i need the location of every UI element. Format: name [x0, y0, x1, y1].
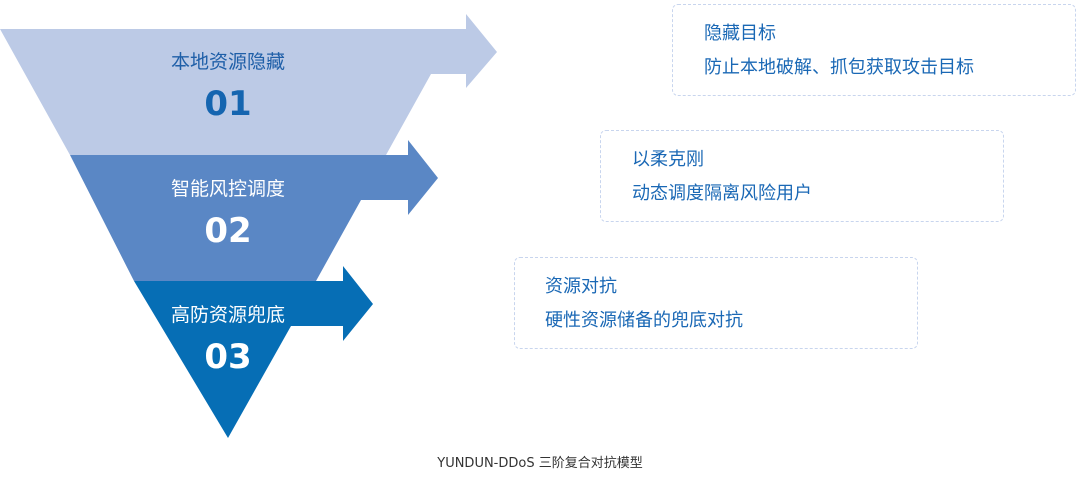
stage-3-box-description: 硬性资源储备的兜底对抗 — [545, 310, 743, 331]
stage-3-description-box: 资源对抗 硬性资源储备的兜底对抗 — [514, 257, 918, 349]
stage-3-title: 高防资源兜底 — [170, 304, 285, 326]
stage-3-number: 03 — [204, 337, 252, 377]
stage-2-band-arrow — [70, 140, 438, 281]
figure-caption: YUNDUN-DDoS 三阶复合对抗模型 — [437, 456, 643, 471]
stage-1-box-description: 防止本地破解、抓包获取攻击目标 — [704, 57, 974, 78]
stage-1-box-heading: 隐藏目标 — [704, 23, 776, 44]
stage-3-band-arrow — [134, 266, 373, 438]
stage-1-description-box: 隐藏目标 防止本地破解、抓包获取攻击目标 — [672, 4, 1076, 96]
stage-2-title: 智能风控调度 — [170, 178, 285, 200]
stage-2-box-description: 动态调度隔离风险用户 — [632, 183, 812, 204]
stage-2-description-box: 以柔克刚 动态调度隔离风险用户 — [600, 130, 1004, 222]
stage-2-number: 02 — [204, 211, 252, 251]
stage-3-box-heading: 资源对抗 — [545, 276, 617, 297]
stage-1-number: 01 — [204, 84, 252, 124]
stage-1-title: 本地资源隐藏 — [170, 51, 285, 73]
stage-2-box-heading: 以柔克刚 — [632, 149, 704, 170]
stage-1-band-arrow — [0, 14, 497, 155]
